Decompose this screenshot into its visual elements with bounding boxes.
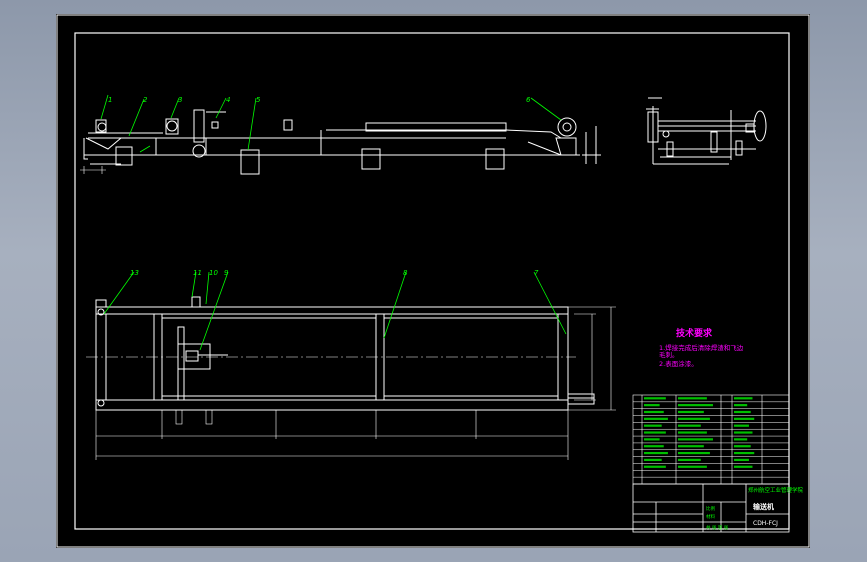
- front-view: [83, 109, 601, 175]
- plan-view-leaders: [103, 271, 567, 351]
- title-block: [632, 483, 790, 533]
- parts-list-cell-text: [734, 424, 749, 427]
- parts-list-cell-text: [734, 431, 753, 434]
- balloon-4: 4: [226, 96, 230, 104]
- parts-list-cell-text: [678, 424, 701, 427]
- sheet-inner-frame: [74, 32, 790, 530]
- parts-list-cell-text: [734, 445, 751, 448]
- parts-list-cell-text: [734, 404, 748, 407]
- school-name: 郑州航空工业管理学院: [748, 486, 804, 494]
- tech-req-item-2: 2.表面涂漆。: [659, 359, 698, 368]
- balloon-11: 11: [193, 269, 202, 277]
- sheet-label: 共 张 第 张: [706, 524, 729, 531]
- balloon-3: 3: [178, 96, 182, 104]
- scale-label: 比例: [706, 505, 715, 512]
- parts-list: [632, 394, 790, 485]
- parts-list-cell-text: [644, 445, 664, 448]
- plan-dimensions: [95, 306, 616, 460]
- parts-list-cell-text: [644, 424, 662, 427]
- parts-list-cell-text: [678, 404, 713, 407]
- parts-list-cell-text: [644, 410, 664, 414]
- parts-list-cell-text: [734, 410, 751, 414]
- parts-list-cell-text: [678, 417, 710, 420]
- drawing-name: 输送机: [753, 502, 774, 511]
- parts-list-cell-text: [644, 431, 666, 434]
- parts-list-cell-text: [678, 397, 707, 400]
- parts-list-cell-text: [734, 458, 749, 462]
- parts-list-cell-text: [734, 451, 755, 455]
- parts-list-cell-text: [678, 458, 701, 462]
- balloon-8: 8: [403, 269, 408, 277]
- balloon-1: 1: [108, 96, 112, 104]
- parts-list-cell-text: [678, 410, 704, 414]
- parts-list-cell-text: [644, 458, 662, 462]
- tech-req-item-1: 1.焊接完成后清除焊渣和飞边: [659, 343, 744, 352]
- parts-list-cell-text: [678, 465, 707, 468]
- sheet-outer-border: [56, 14, 810, 548]
- cad-drawing-viewport[interactable]: 1 2 3 4 5 6: [56, 14, 810, 548]
- balloon-6: 6: [526, 96, 531, 104]
- drawing-number: CDH-FCJ: [753, 520, 778, 527]
- parts-list-cell-text: [644, 465, 666, 468]
- parts-list-cell-text: [734, 465, 753, 468]
- tech-req-title: 技术要求: [676, 327, 713, 339]
- technical-requirements: 技术要求 1.焊接完成后清除焊渣和飞边 毛刺。 2.表面涂漆。: [659, 327, 744, 368]
- parts-list-cell-text: [644, 397, 666, 400]
- plan-view: [86, 296, 595, 411]
- front-view-leaders: [100, 94, 562, 153]
- parts-list-cell-text: [734, 438, 748, 441]
- parts-list-cell-text: [678, 451, 710, 455]
- parts-list-cell-text: [678, 438, 713, 441]
- parts-list-cell-text: [734, 397, 753, 400]
- parts-list-cell-text: [644, 417, 668, 420]
- balloon-13: 13: [130, 269, 139, 277]
- drawing-canvas: 1 2 3 4 5 6: [56, 14, 810, 548]
- parts-list-cell-text: [644, 404, 660, 407]
- side-view: [646, 97, 767, 165]
- parts-list-cell-text: [678, 445, 704, 448]
- balloon-5: 5: [256, 96, 261, 104]
- tech-req-item-1-cont: 毛刺。: [659, 350, 679, 359]
- balloon-2: 2: [143, 96, 148, 104]
- material-label: 材料: [706, 513, 715, 520]
- parts-list-cell-text: [678, 431, 707, 434]
- balloon-7: 7: [534, 269, 539, 277]
- parts-list-cell-text: [644, 451, 668, 455]
- parts-list-cell-text: [644, 438, 660, 441]
- balloon-9: 9: [224, 269, 229, 277]
- balloon-10: 10: [209, 269, 218, 277]
- parts-list-cell-text: [734, 417, 755, 420]
